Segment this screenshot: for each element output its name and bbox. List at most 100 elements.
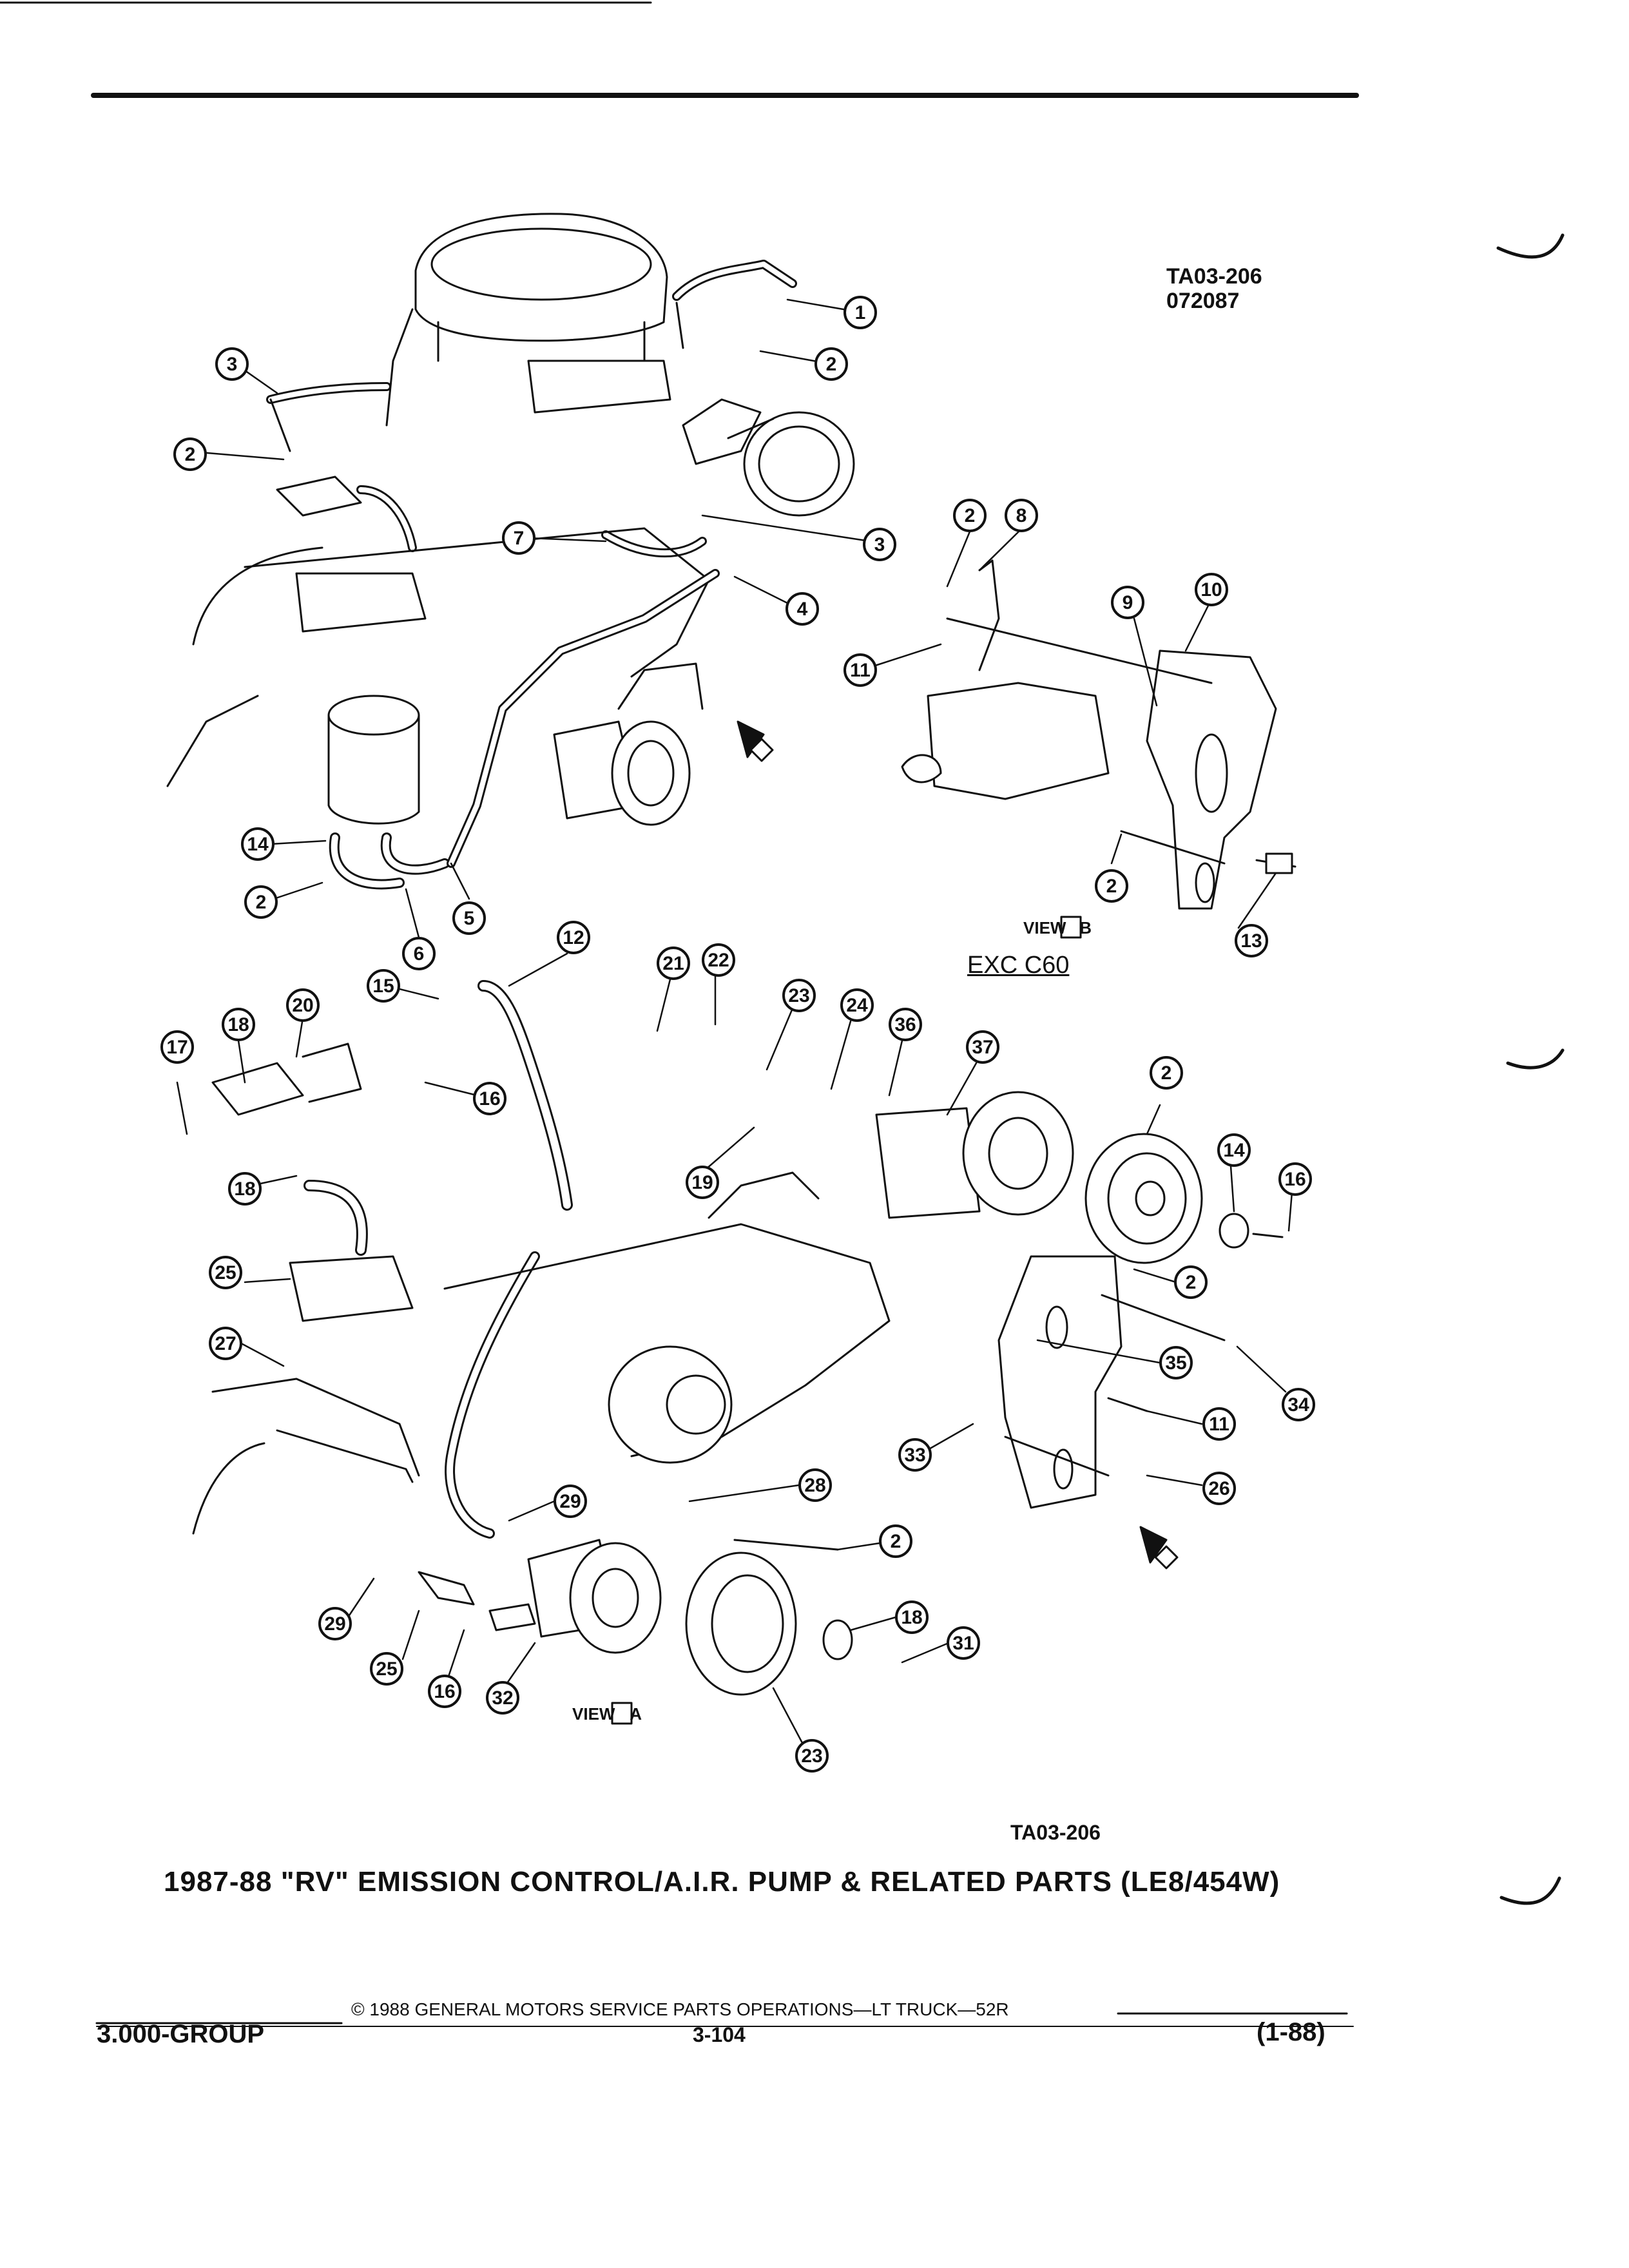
- callout-circle: [244, 885, 278, 919]
- callout-2: 2: [1174, 1265, 1208, 1299]
- callout-number: 8: [1016, 505, 1027, 526]
- callout-8: 8: [1005, 499, 1038, 532]
- scan-mark-3: [1499, 1876, 1561, 1905]
- callout-number: 34: [1287, 1394, 1309, 1416]
- callout-circle: [947, 1626, 980, 1660]
- callout-number: 2: [891, 1531, 901, 1552]
- callout-number: 16: [479, 1088, 500, 1110]
- callout-circle: [370, 1652, 403, 1686]
- callout-number: 18: [227, 1014, 249, 1035]
- callout-circle: [782, 979, 816, 1012]
- callout-15: 15: [367, 969, 400, 1003]
- callout-number: 2: [1106, 876, 1117, 897]
- callout-number: 11: [850, 660, 871, 681]
- callout-circle: [241, 827, 275, 861]
- callout-number: 33: [904, 1445, 925, 1466]
- callout-18: 18: [895, 1600, 929, 1634]
- callout-14: 14: [1217, 1133, 1251, 1167]
- callout-circle: [702, 943, 735, 977]
- callout-23: 23: [795, 1739, 829, 1773]
- callout-2: 2: [173, 437, 207, 471]
- callout-circle: [815, 347, 848, 381]
- callout-circle: [795, 1739, 829, 1773]
- callout-circle: [1195, 573, 1228, 606]
- callout-number: 13: [1240, 930, 1262, 952]
- callout-2: 2: [1150, 1056, 1183, 1090]
- callout-number: 22: [708, 950, 729, 971]
- callout-circle: [1095, 869, 1128, 903]
- callout-circle: [953, 499, 987, 532]
- callout-number: 19: [691, 1172, 713, 1193]
- callout-17: 17: [160, 1030, 194, 1064]
- callout-number: 2: [1186, 1272, 1197, 1293]
- view-a-word: VIEW: [572, 1704, 615, 1724]
- callout-circle: [1202, 1472, 1236, 1505]
- callout-number: 16: [1284, 1169, 1306, 1190]
- drawing-code-line2: 072087: [1166, 289, 1240, 313]
- callout-number: 36: [894, 1014, 916, 1035]
- callout-number: 6: [414, 943, 425, 965]
- callout-number: 35: [1165, 1352, 1186, 1374]
- callout-number: 10: [1200, 579, 1222, 601]
- callout-34: 34: [1282, 1388, 1315, 1421]
- callout-number: 26: [1208, 1478, 1229, 1499]
- callout-number: 27: [215, 1333, 236, 1354]
- upper-engine-assembly: [166, 213, 855, 890]
- callout-number: 24: [846, 995, 868, 1016]
- callout-25: 25: [370, 1652, 403, 1686]
- callout-11: 11: [843, 653, 877, 687]
- callout-number: 31: [952, 1633, 974, 1654]
- callout-circle: [222, 1008, 255, 1041]
- callout-circle: [898, 1438, 932, 1472]
- callout-number: 23: [801, 1745, 822, 1767]
- callout-27: 27: [209, 1327, 242, 1360]
- callout-number: 2: [826, 354, 837, 375]
- callout-circle: [1278, 1162, 1312, 1196]
- callout-2: 2: [879, 1524, 912, 1558]
- callout-circle: [452, 901, 486, 935]
- callout-19: 19: [686, 1166, 719, 1199]
- callout-number: 2: [256, 892, 267, 913]
- callout-35: 35: [1159, 1346, 1193, 1379]
- callout-circle: [1202, 1407, 1236, 1441]
- callout-31: 31: [947, 1626, 980, 1660]
- callout-number: 1: [855, 302, 866, 323]
- callout-number: 2: [965, 505, 976, 526]
- callout-14: 14: [241, 827, 275, 861]
- callout-circle: [428, 1675, 461, 1708]
- drawing-code: TA03-206 072087: [1166, 264, 1262, 313]
- callout-circle: [1282, 1388, 1315, 1421]
- callout-25: 25: [209, 1256, 242, 1289]
- callout-2: 2: [815, 347, 848, 381]
- view-a-label: VIEW A: [572, 1704, 646, 1724]
- callout-18: 18: [222, 1008, 255, 1041]
- callout-circle: [367, 969, 400, 1003]
- view-a-letter: A: [630, 1704, 642, 1724]
- revision-date: (1-88): [1257, 2018, 1325, 2046]
- callout-number: 18: [234, 1178, 255, 1200]
- callout-number: 3: [227, 354, 238, 375]
- drawing-code-bottom: TA03-206: [1010, 1821, 1101, 1844]
- callout-26: 26: [1202, 1472, 1236, 1505]
- callout-20: 20: [286, 988, 320, 1022]
- callout-9: 9: [1111, 586, 1144, 619]
- callout-circle: [286, 988, 320, 1022]
- callout-circle: [1150, 1056, 1183, 1090]
- callout-circle: [1217, 1133, 1251, 1167]
- callout-circle: [486, 1681, 519, 1715]
- callout-number: 12: [563, 927, 584, 948]
- callout-29: 29: [318, 1607, 352, 1640]
- callout-2: 2: [1095, 869, 1128, 903]
- callout-circle: [1235, 924, 1268, 957]
- callout-number: 14: [247, 834, 269, 855]
- group-label: 3.000-GROUP: [97, 2020, 265, 2048]
- callout-32: 32: [486, 1681, 519, 1715]
- page-title: 1987-88 "RV" EMISSION CONTROL/A.I.R. PUM…: [164, 1866, 1280, 1898]
- callout-24: 24: [840, 988, 874, 1022]
- callout-circle: [502, 521, 535, 555]
- callout-29: 29: [554, 1485, 587, 1518]
- callout-2: 2: [244, 885, 278, 919]
- callout-7: 7: [502, 521, 535, 555]
